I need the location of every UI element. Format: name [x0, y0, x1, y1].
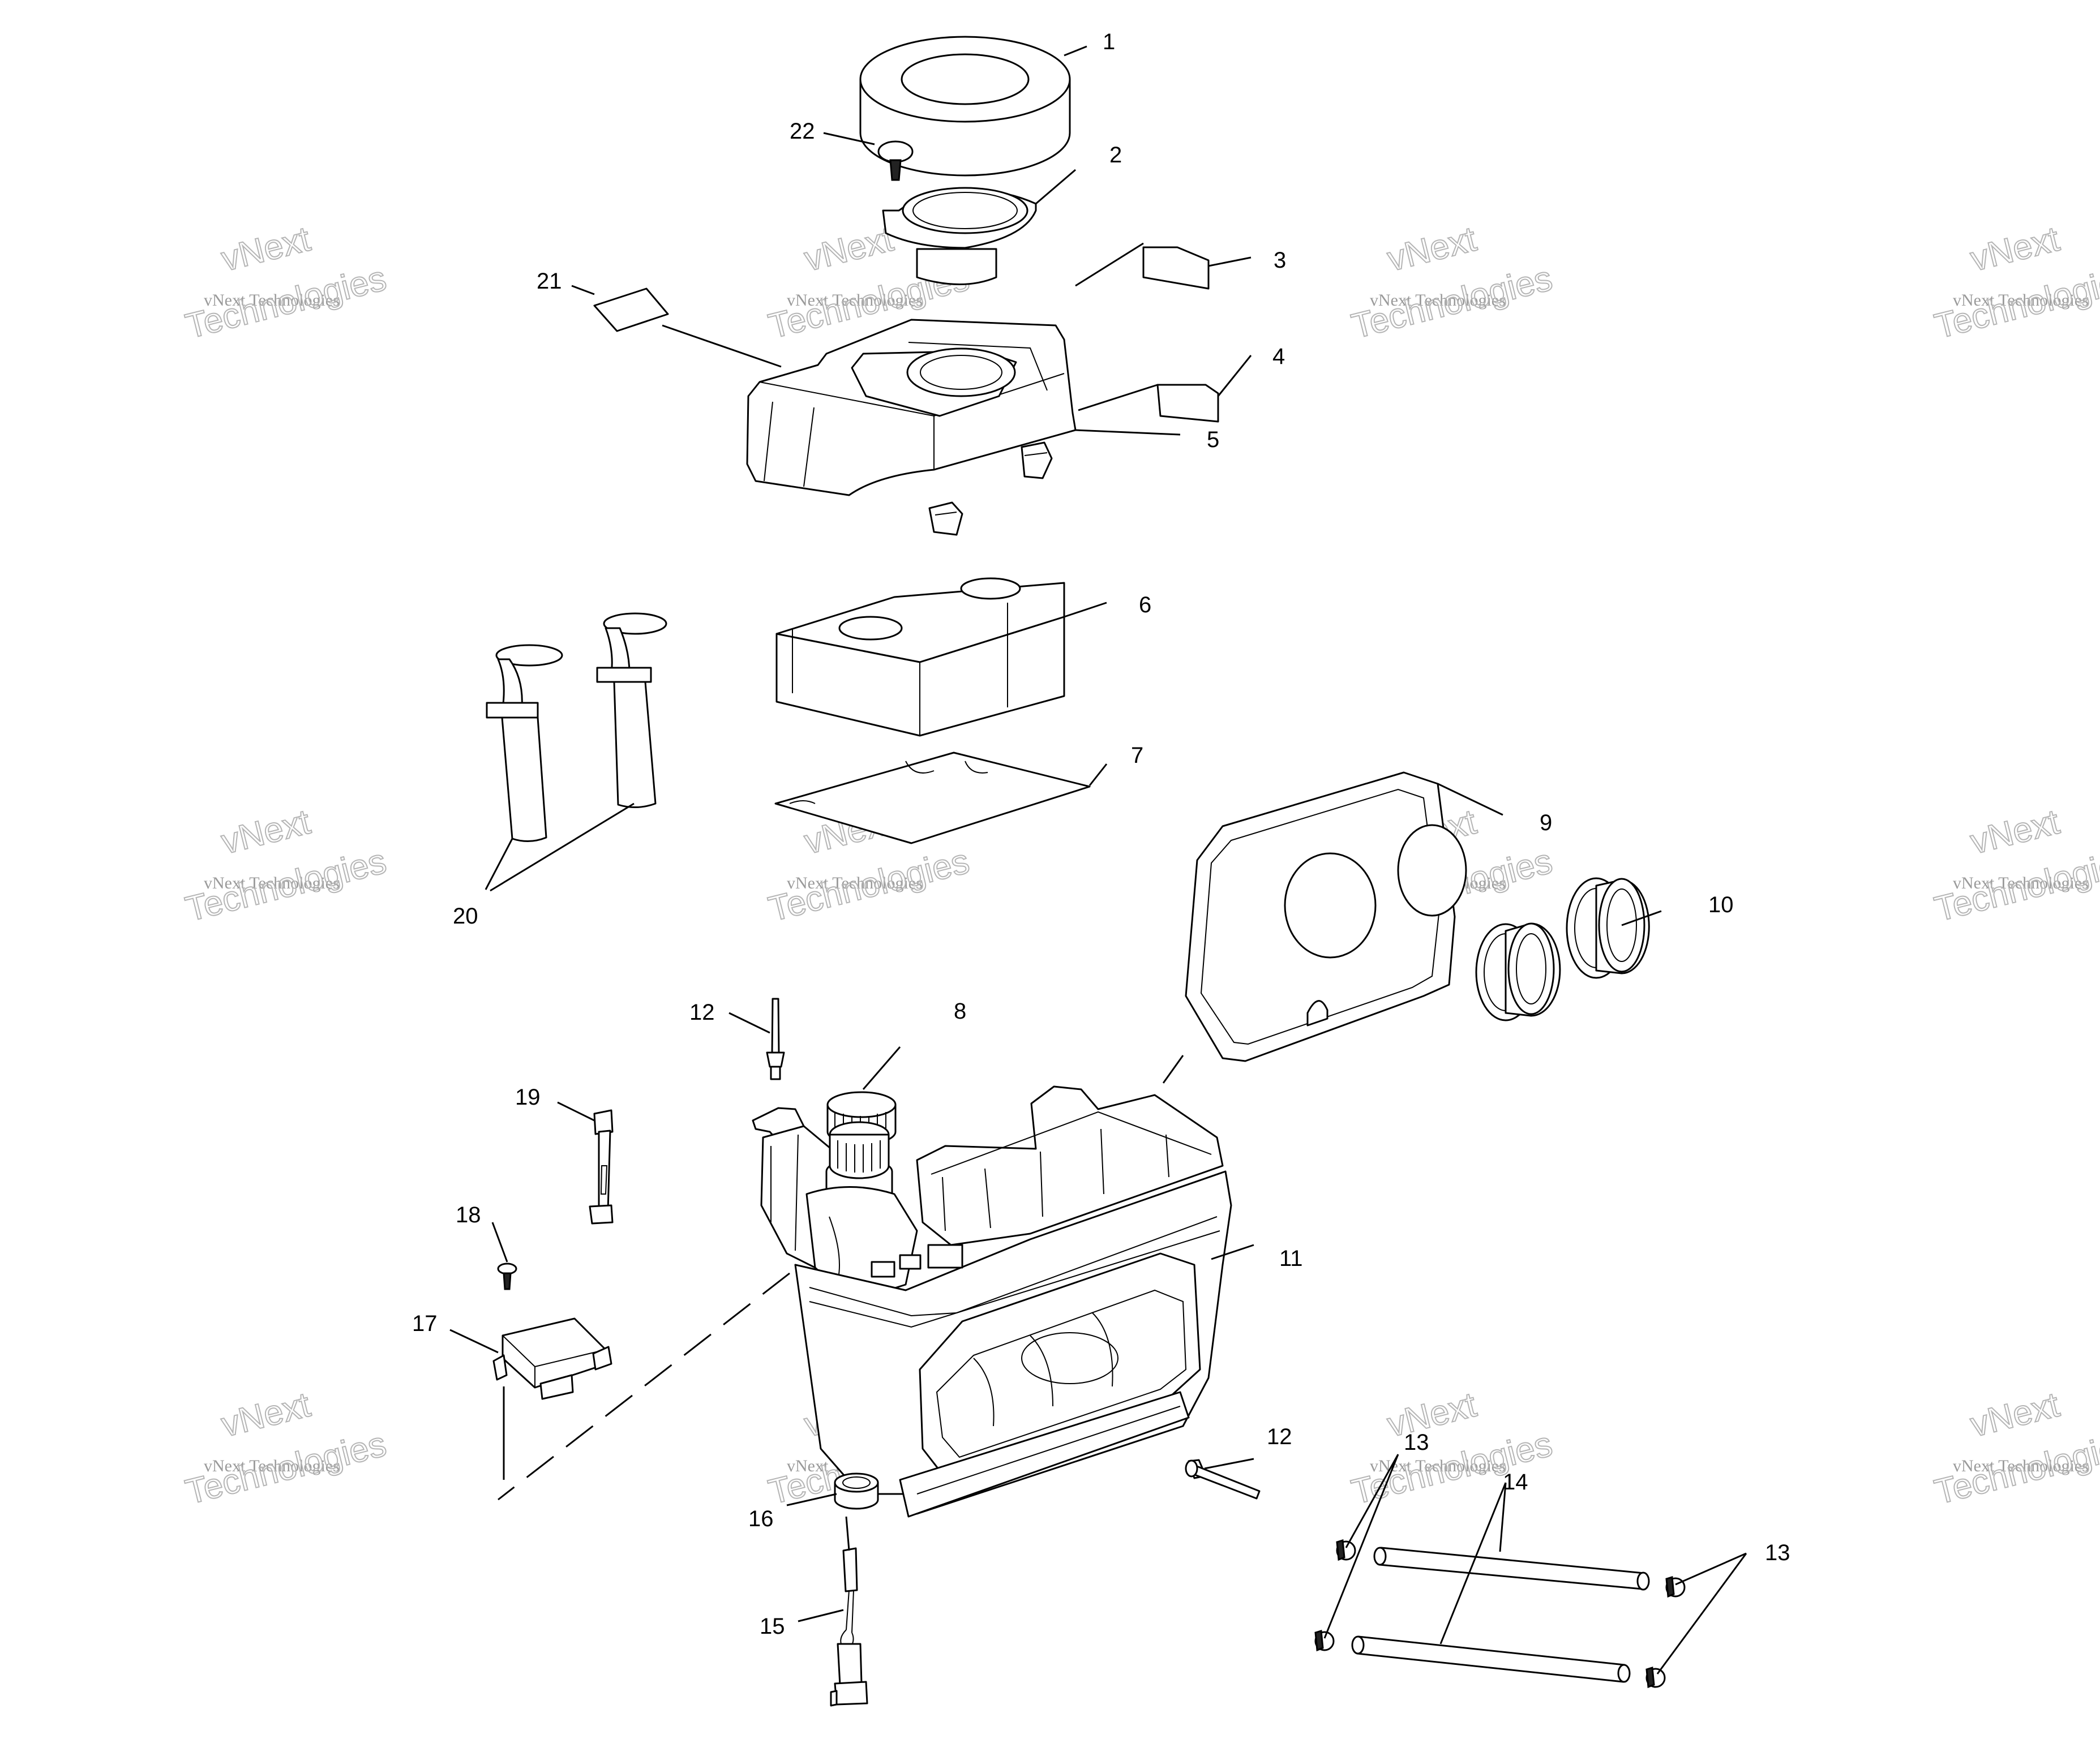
part-9-airbox-base-plate: [1185, 771, 1467, 1062]
callout-18: 18: [456, 1203, 481, 1227]
part-7-filter-plate: [774, 752, 1091, 844]
callout-1: 1: [1103, 29, 1115, 54]
part-10-boot-left: [1475, 922, 1561, 1021]
callout-15: 15: [760, 1614, 785, 1639]
svg-text:Technologies: Technologies: [1931, 1424, 2100, 1512]
callout-2: 2: [1109, 143, 1122, 168]
callout-10: 10: [1708, 892, 1734, 917]
callout-3: 3: [1274, 248, 1286, 273]
part-19-latch-strap: [589, 1109, 614, 1225]
watermark: vNext vNext Technologies Technologies: [181, 802, 391, 930]
part-13-clamp: [1665, 1576, 1686, 1598]
part-21-decal: [593, 287, 669, 332]
callout-19: 19: [515, 1085, 541, 1110]
callout-4: 4: [1272, 344, 1285, 369]
svg-text:vNext: vNext: [217, 802, 314, 862]
part-6-foam-filter: [775, 577, 1065, 737]
svg-text:vNext Technologies: vNext Technologies: [204, 291, 340, 310]
callout-20: 20: [453, 904, 478, 929]
svg-text:vNext: vNext: [1383, 1385, 1480, 1445]
watermark: vNext vNext Technologies Technologies: [181, 219, 391, 347]
svg-text:vNext: vNext: [217, 220, 314, 279]
callout-16: 16: [748, 1506, 774, 1531]
part-12-pin-bottom: [1185, 1459, 1261, 1500]
svg-text:Technologies: Technologies: [1348, 259, 1556, 346]
svg-text:vNext: vNext: [217, 1385, 314, 1445]
watermark: vNext vNext Technologies Technologies: [1930, 219, 2100, 347]
svg-text:vNext Technologies: vNext Technologies: [1370, 291, 1506, 310]
part-22-push-rivet: [877, 140, 914, 181]
svg-text:vNext: vNext: [1383, 220, 1480, 279]
svg-text:vNext Technologies: vNext Technologies: [204, 874, 340, 892]
callout-13-left: 13: [1404, 1430, 1429, 1455]
part-12-pin-top: [766, 998, 785, 1080]
part-15-level-sensor: [830, 1547, 868, 1707]
watermark: vNext vNext Technologies Technologies: [1930, 1385, 2100, 1513]
callout-7: 7: [1131, 743, 1143, 768]
watermark: vNext vNext Technologies Technologies: [1347, 219, 1557, 347]
part-5-airbox-lid: [746, 319, 1077, 536]
callout-21: 21: [537, 269, 562, 294]
svg-text:vNext Technologies: vNext Technologies: [1953, 291, 2089, 310]
leader-lines: [449, 45, 1747, 1674]
callout-13-right: 13: [1765, 1540, 1790, 1565]
callout-14: 14: [1503, 1470, 1528, 1495]
svg-text:vNext: vNext: [800, 220, 897, 279]
svg-text:Technologies: Technologies: [1931, 841, 2100, 929]
callout-12-top: 12: [689, 1000, 715, 1025]
callout-numbers: 1 2 3 4 5 6 7 8 9 10 11 12 12 13 13 14 1…: [412, 29, 1790, 1639]
part-3-decal: [1142, 246, 1210, 290]
callout-17: 17: [412, 1311, 438, 1336]
part-14-hose-lower: [1351, 1635, 1631, 1683]
callout-8: 8: [954, 999, 966, 1024]
callout-9: 9: [1540, 810, 1552, 835]
watermark: vNext vNext Technologies Technologies: [1930, 802, 2100, 930]
svg-text:Technologies: Technologies: [1348, 1424, 1556, 1512]
svg-text:vNext: vNext: [1966, 220, 2063, 279]
svg-text:vNext Technologies: vNext Technologies: [1953, 874, 2089, 892]
svg-text:Technologies: Technologies: [1931, 259, 2100, 346]
svg-text:Technologies: Technologies: [182, 841, 390, 929]
part-16-grommet: [834, 1472, 879, 1510]
part-10-boot-right: [1566, 877, 1650, 979]
svg-text:Technologies: Technologies: [182, 1424, 390, 1512]
svg-text:vNext Technologies: vNext Technologies: [1953, 1457, 2089, 1475]
callout-5: 5: [1207, 427, 1219, 452]
part-13-clamp: [1645, 1667, 1666, 1689]
svg-text:vNext Technologies: vNext Technologies: [204, 1457, 340, 1475]
part-13-clamp: [1314, 1630, 1335, 1652]
part-4-decal: [1156, 384, 1219, 423]
svg-text:Technologies: Technologies: [765, 841, 973, 929]
part-13-clamp: [1336, 1539, 1356, 1561]
part-11-airbox-housing: [752, 1085, 1232, 1518]
svg-text:vNext Technologies: vNext Technologies: [787, 874, 923, 892]
callout-11: 11: [1279, 1246, 1303, 1271]
part-2-intake-adapter: [882, 187, 1037, 285]
callout-12-bottom: 12: [1267, 1424, 1292, 1449]
svg-text:vNext: vNext: [1966, 802, 2063, 862]
part-20-velocity-stack-left: [486, 644, 563, 842]
part-20-velocity-stack-right: [596, 612, 667, 809]
watermark: vNext vNext Technologies Technologies: [181, 1385, 391, 1513]
svg-text:vNext Technologies: vNext Technologies: [787, 291, 923, 310]
part-17-control-module: [492, 1317, 612, 1400]
part-18-screw: [497, 1263, 517, 1290]
svg-text:Technologies: Technologies: [182, 259, 390, 346]
callout-22: 22: [790, 119, 815, 144]
callout-6: 6: [1139, 592, 1151, 617]
part-14-hose-upper: [1373, 1547, 1650, 1591]
svg-text:vNext: vNext: [1966, 1385, 2063, 1445]
